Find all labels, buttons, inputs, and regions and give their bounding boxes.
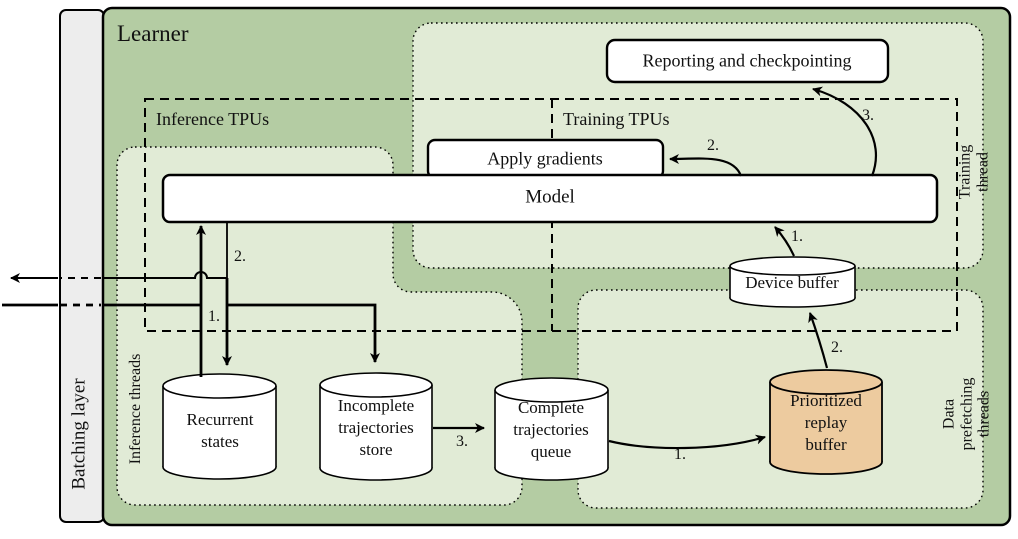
apply-gradients-label: Apply gradients <box>487 148 603 169</box>
step-inference-2: 2. <box>234 248 246 265</box>
step-replay-to-device-2: 2. <box>831 339 843 356</box>
cylinder-device-buffer <box>729 256 856 308</box>
recurrent-states-label: Recurrent states <box>186 409 254 451</box>
model-label: Model <box>525 186 575 208</box>
prioritized-replay-label: Prioritized replay buffer <box>790 390 862 455</box>
step-reporting-3: 3. <box>862 107 874 124</box>
arrow-replay-to-device-buffer <box>808 312 829 369</box>
inference-tpus-label: Inference TPUs <box>156 109 270 129</box>
arrow-queue-to-replay-buffer <box>608 434 766 450</box>
step-inference-1: 1. <box>208 308 220 325</box>
reporting-box <box>605 38 890 84</box>
model-box <box>161 173 939 224</box>
inference-threads-label: Inference threads <box>127 353 145 465</box>
flow-append-incomplete-trajectories <box>227 303 380 363</box>
complete-trajectories-label: Complete trajectories queue <box>513 397 589 462</box>
data-prefetching-threads-label: Data prefetching threads <box>940 377 993 451</box>
cylinder-complete-trajectories-queue <box>494 377 609 481</box>
cylinder-recurrent-states <box>162 373 277 480</box>
step-trajectory-3: 3. <box>456 433 468 450</box>
reporting-label: Reporting and checkpointing <box>642 50 852 71</box>
learner-title: Learner <box>117 21 189 46</box>
training-thread-label: Training thread <box>956 144 991 200</box>
batching-layer-label: Batching layer <box>68 378 90 490</box>
flow-actions-out-right <box>103 271 227 279</box>
step-apply-gradients-2: 2. <box>707 137 719 154</box>
arrow-device-buffer-to-model <box>774 226 796 257</box>
incomplete-trajectories-label: Incomplete trajectories store <box>337 395 415 460</box>
device-buffer-label: Device buffer <box>745 272 839 292</box>
arrow-model-to-reporting <box>812 86 877 177</box>
step-queue-to-replay-1: 1. <box>674 446 686 463</box>
arrow-model-to-apply-gradients <box>669 153 743 177</box>
training-tpus-label: Training TPUs <box>563 109 670 129</box>
cylinder-prioritized-replay-buffer <box>769 369 883 475</box>
step-device-to-model-1: 1. <box>791 228 803 245</box>
cylinder-incomplete-trajectories-store <box>319 372 433 481</box>
